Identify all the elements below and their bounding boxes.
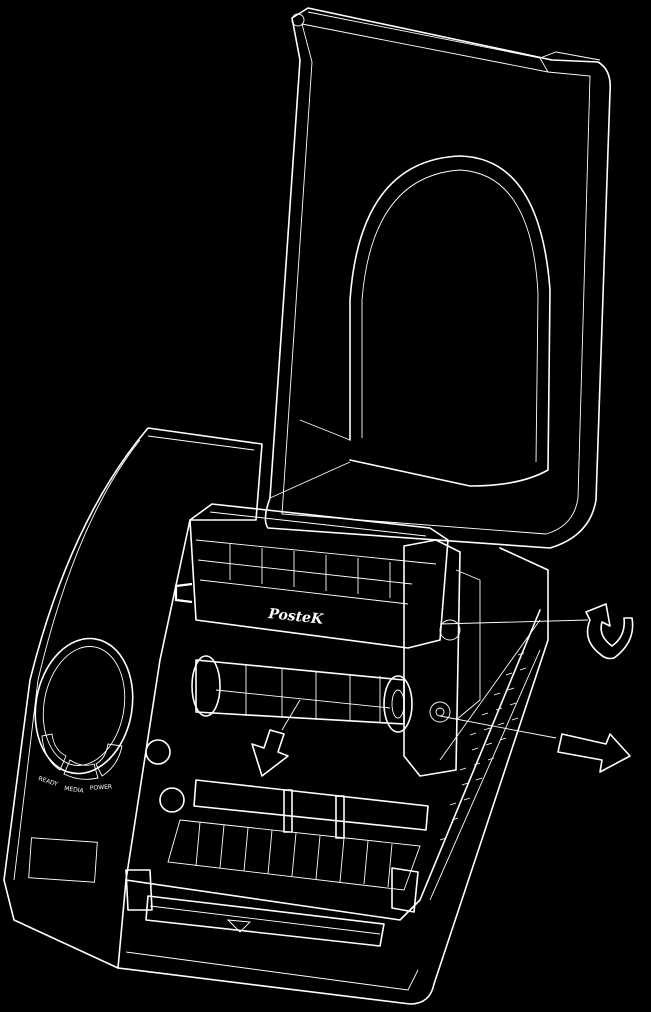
print-head-assembly: PosteK [174,503,481,777]
printer-base [3,427,549,1005]
ribbon-spindle [191,655,413,733]
media-area [125,739,429,947]
head-grid [229,544,391,598]
panel-buttons [41,733,123,780]
label-plate [28,837,98,883]
side-vents [439,652,527,841]
brand-logo: PosteK [267,606,325,628]
down-arrow-icon [251,729,289,777]
indicator-label-power: POWER [90,783,113,792]
indicator-label-media: MEDIA [64,785,85,795]
pull-callout [439,715,631,773]
rotate-callout [439,603,634,660]
insert-callout [251,699,301,777]
tear-bar-mark [226,919,251,933]
curved-arrow-icon [585,603,634,660]
top-cover [264,7,612,549]
right-arrow-icon [557,733,631,773]
control-panel: READY MEDIA POWER [28,637,134,883]
indicator-label-ready: READY [37,775,59,788]
platen-ridges [195,821,393,888]
